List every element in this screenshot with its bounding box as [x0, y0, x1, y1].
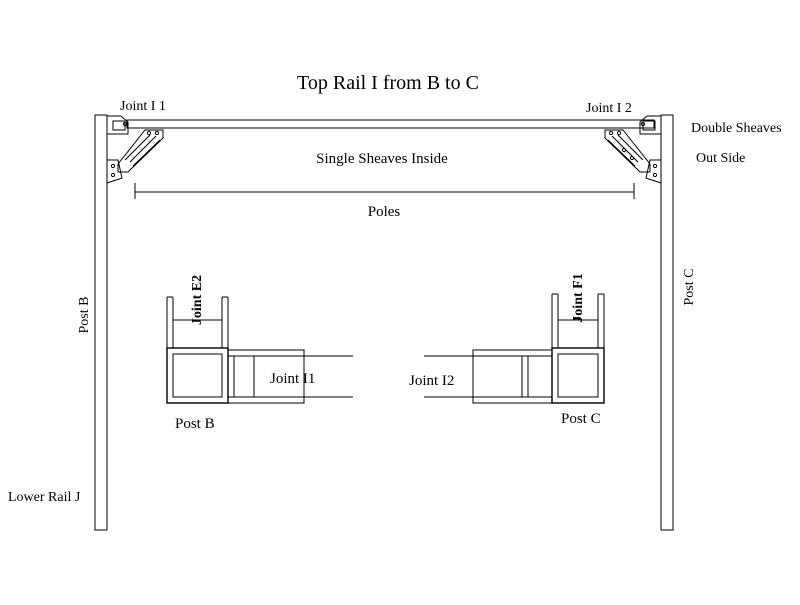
label-single-sheaves-inside: Single Sheaves Inside — [316, 151, 448, 167]
joint-i2-bracket — [639, 115, 661, 135]
label-post-c-vertical: Post C — [682, 269, 697, 306]
post-b — [94, 114, 108, 531]
label-out-side: Out Side — [696, 151, 745, 166]
joint-detail-right — [424, 293, 605, 404]
label-joint-i2-top: Joint I 2 — [586, 101, 632, 116]
label-joint-i2-detail: Joint I2 — [409, 373, 454, 389]
label-joint-e2: Joint E2 — [190, 275, 205, 325]
label-poles: Poles — [368, 204, 401, 220]
label-post-b-vertical: Post B — [77, 297, 92, 334]
right-sheave-brace — [604, 129, 662, 184]
diagram-title: Top Rail I from B to C — [297, 72, 479, 94]
joint-i1-bracket — [107, 115, 129, 135]
label-joint-i1-detail: Joint I1 — [270, 371, 315, 387]
top-rail — [126, 119, 655, 129]
label-post-c-detail: Post C — [561, 411, 601, 427]
label-double-sheaves: Double Sheaves — [691, 121, 782, 136]
label-joint-i1-top: Joint I 1 — [120, 99, 166, 114]
joint-detail-left — [166, 296, 353, 404]
label-joint-f1: Joint F1 — [571, 273, 586, 322]
left-sheave-brace — [106, 129, 164, 184]
post-c — [660, 114, 674, 531]
label-post-b-detail: Post B — [175, 416, 215, 432]
label-lower-rail-j: Lower Rail J — [8, 490, 81, 505]
poles-dimension — [134, 183, 635, 199]
